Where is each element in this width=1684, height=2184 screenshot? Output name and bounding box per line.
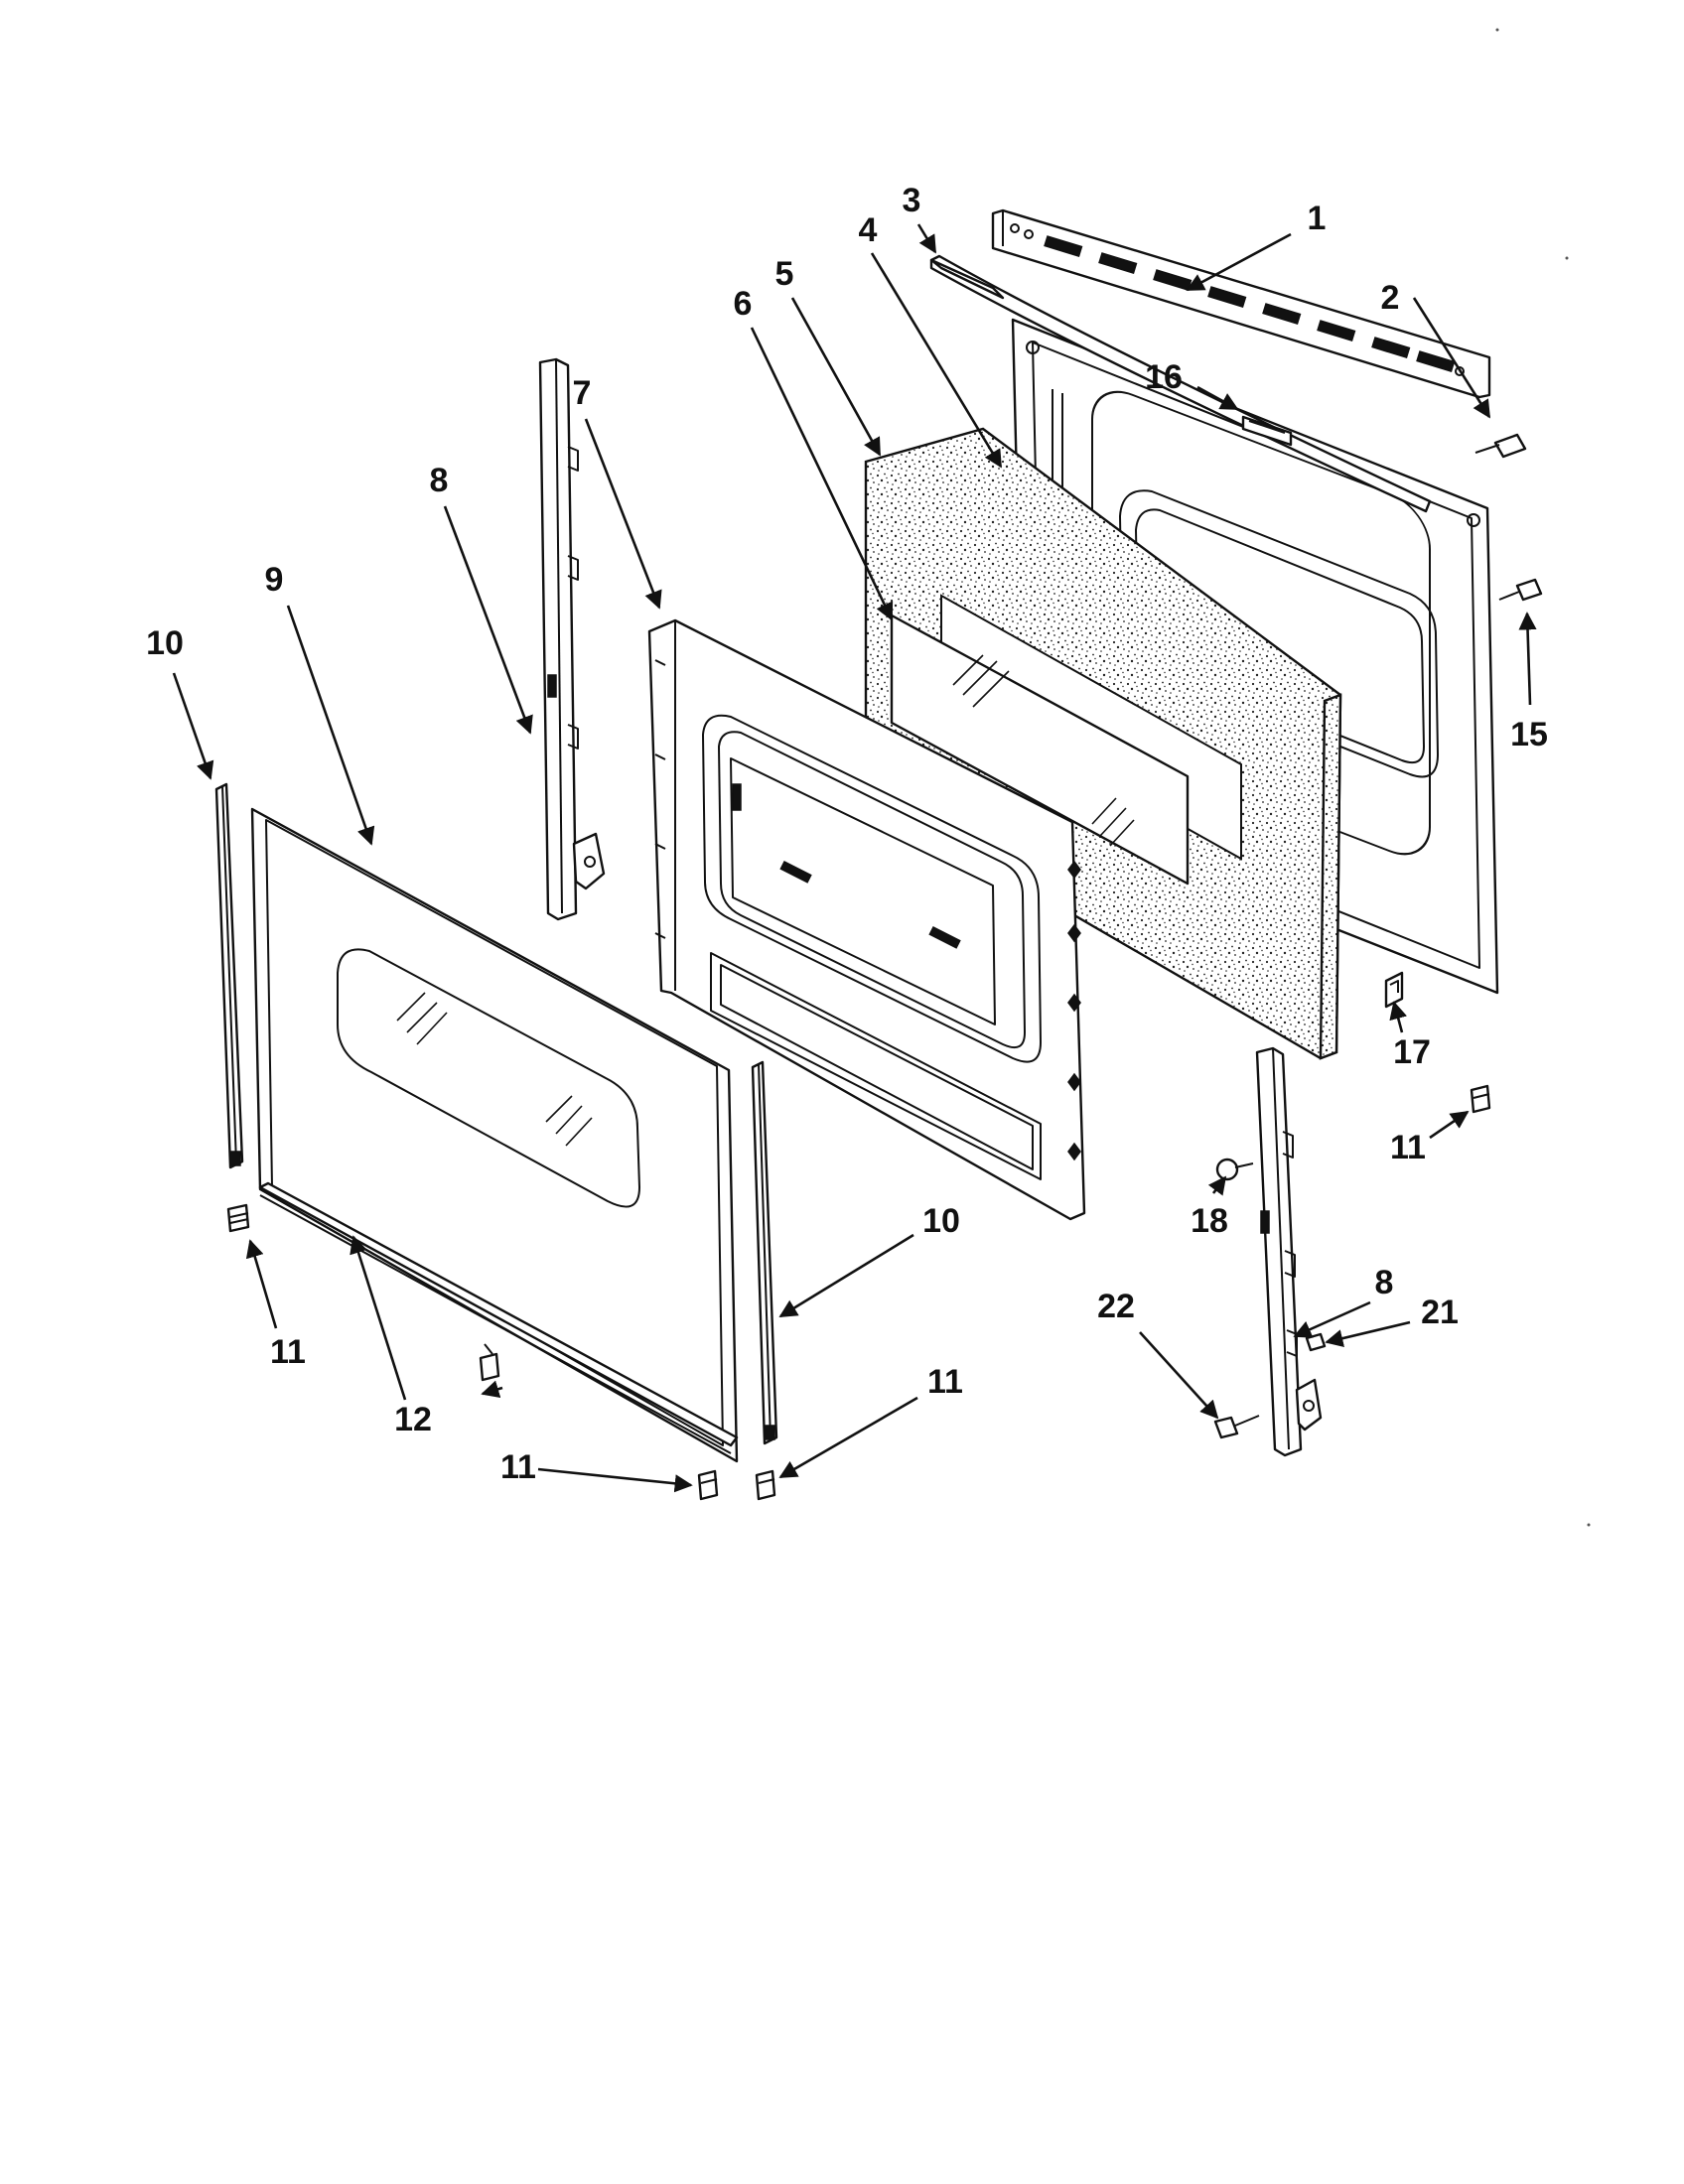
callout-17: 17 [1393,1033,1431,1071]
part-7-door-liner [647,618,1086,1221]
part-15-screw [1498,578,1543,602]
callout-11-middle: 11 [927,1363,963,1401]
part-21-nut [1305,1332,1327,1352]
callout-12: 12 [394,1401,432,1438]
screw-11-d [755,1469,776,1501]
callout-5: 5 [775,255,794,293]
part-18-bolt [1215,1158,1254,1181]
callout-16: 16 [1145,358,1183,396]
callout-3: 3 [903,182,921,219]
part-10-side-channel-left [214,782,244,1169]
part-11-screws [226,1084,1491,1501]
part-10-side-channel-right [751,1060,778,1445]
part-1-vent-trim [991,208,1491,399]
part-9-outer-glass [250,807,739,1463]
scan-specks [1495,28,1591,1527]
callout-15: 15 [1510,716,1548,753]
part-8-hinge-right [1255,1046,1323,1457]
callout-labels: 1 2 3 4 5 6 7 8 9 10 10 11 11 11 11 12 1… [146,182,1548,1486]
part-16-clip [1241,415,1293,447]
part-17-clip [1384,971,1404,1009]
leader-lines [172,223,1537,1493]
callout-11-left: 11 [270,1333,306,1371]
callout-11-bottom: 11 [500,1448,536,1486]
screw-11-c [697,1469,719,1501]
callout-18: 18 [1191,1202,1228,1240]
callout-8-upper: 8 [430,462,449,499]
callout-10-right: 10 [922,1202,960,1240]
part-12-bottom-trim [258,1181,739,1454]
callout-6: 6 [734,285,753,323]
part-22-screw [1213,1415,1260,1439]
callout-1: 1 [1308,200,1327,237]
part-8-hinge-left [538,357,606,921]
callout-7: 7 [573,374,592,412]
callout-21: 21 [1421,1294,1459,1331]
callout-2: 2 [1381,279,1400,317]
callout-4: 4 [859,211,878,249]
screw-11-b [479,1343,500,1382]
callout-11-right: 11 [1390,1129,1426,1166]
callout-8-lower: 8 [1375,1264,1394,1301]
callout-9: 9 [265,561,284,599]
part-2-screw [1474,433,1527,459]
part-3-trim-strip [929,254,1432,513]
part-6-inner-glass [890,614,1190,886]
screw-11-a [226,1203,250,1233]
callout-10-left: 10 [146,624,184,662]
callout-22: 22 [1097,1288,1135,1325]
screw-11-e [1470,1084,1491,1114]
